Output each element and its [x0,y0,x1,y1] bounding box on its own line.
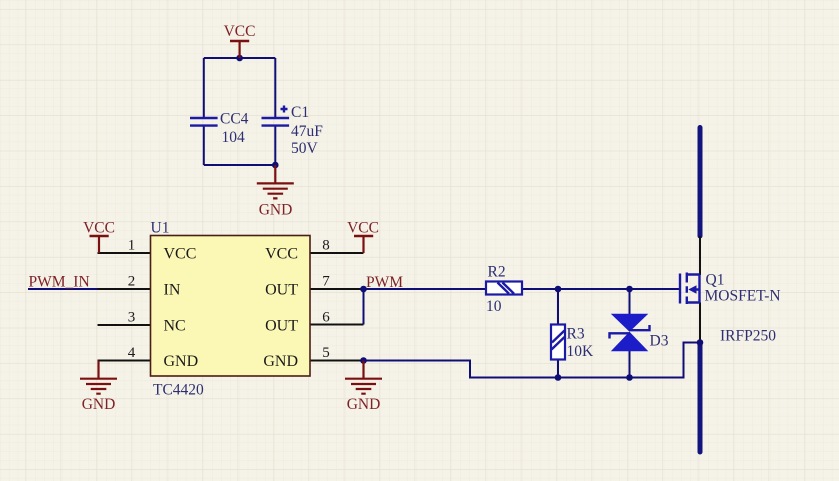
junction-d3-top [626,285,633,293]
q1-stubs [687,273,701,304]
u1-pin4-name: GND [164,353,199,370]
vcc-top-label[interactable]: VCC [224,23,256,40]
u1-pin2-number: 2 [128,274,136,290]
cc4-designator[interactable]: CC4 [220,111,249,128]
power-port-vcc-top[interactable]: VCC [224,23,256,58]
wire-ground-rail[interactable] [363,341,700,379]
c1-plus-icon [280,105,288,113]
q1-part-number[interactable]: IRFP250 [720,328,776,345]
c1-designator[interactable]: C1 [291,104,309,121]
u1-pin5-number: 5 [322,345,330,361]
gnd-top-label[interactable]: GND [259,202,293,219]
vcc-pin8-label[interactable]: VCC [347,220,379,237]
u1-pin3-name: NC [164,318,186,335]
gnd-pin5-label[interactable]: GND [347,396,381,413]
cc4-value[interactable]: 104 [222,129,246,146]
r2-designator[interactable]: R2 [488,264,506,281]
c1-voltage[interactable]: 50V [291,140,319,157]
u1-pin6-number: 6 [322,310,330,326]
c1-value[interactable]: 47uF [291,123,323,140]
junction-r3-top [554,285,562,293]
power-port-gnd-pin4[interactable]: GND [80,360,117,414]
r3-value[interactable]: 10K [567,343,595,360]
d3-bottom-triangle [610,331,649,352]
cc4-plates [190,116,218,127]
u1-designator[interactable]: U1 [151,220,170,237]
gnd-pin4-label[interactable]: GND [82,396,116,413]
net-label-pwm[interactable]: PWM [366,274,403,291]
junction-dots [236,54,704,381]
power-port-vcc-pin8[interactable]: VCC [347,220,379,254]
component-r2-resistor[interactable]: R2 10 [484,264,524,316]
u1-pin3-number: 3 [128,310,136,326]
wires[interactable] [28,57,703,455]
gnd-pin5-bars-icon [345,377,382,395]
q1-body-arrow-icon [688,285,697,294]
r3-designator[interactable]: R3 [567,326,585,343]
q1-type[interactable]: MOSFET-N [705,288,781,305]
u1-part-number[interactable]: TC4420 [153,382,204,399]
u1-pin4-number: 4 [128,345,136,361]
r2-hatch [496,281,515,295]
component-u1-tc4420[interactable]: U1 TC4420 1 2 3 4 8 7 6 5 VCC IN NC GND … [97,220,364,399]
d3-designator[interactable]: D3 [650,333,669,350]
r3-hatch [550,329,566,351]
junction-source-node [696,339,704,346]
component-d3-tvs-diode[interactable]: D3 [608,313,669,352]
r2-value[interactable]: 10 [486,298,502,315]
gnd-top-bars-icon [256,182,294,200]
u1-pin7-name: OUT [265,282,298,299]
u1-pin1-name: VCC [164,246,197,263]
net-label-pwm-in[interactable]: PWM_IN [29,274,90,291]
u1-pin8-name: VCC [265,246,298,263]
d3-bar-right [629,325,651,332]
junction-pwm-node [360,285,367,293]
power-port-vcc-pin1[interactable]: VCC [83,220,115,254]
power-port-gnd-top[interactable]: GND [256,165,294,219]
d3-bar-left [608,332,630,339]
d3-top-triangle [610,313,649,332]
component-c1-capacitor[interactable]: C1 47uF 50V [261,104,324,157]
junction-r3-bottom [554,374,562,381]
u1-pin1-number: 1 [128,238,136,254]
u1-pin5-name: GND [263,353,298,370]
junction-d3-bottom [626,374,633,381]
u1-pin8-number: 8 [322,238,330,254]
u1-pin6-name: OUT [265,318,298,335]
gnd-pin4-bars-icon [80,377,117,395]
vcc-pin1-label[interactable]: VCC [83,220,115,237]
u1-pin2-name: IN [164,282,181,299]
component-r3-resistor[interactable]: R3 10K [549,323,595,361]
power-port-gnd-pin5[interactable]: GND [345,360,382,414]
component-cc4-capacitor[interactable]: CC4 104 [190,111,249,147]
component-q1-mosfet[interactable]: Q1 MOSFET-N IRFP250 [678,236,781,345]
q1-designator[interactable]: Q1 [706,272,725,289]
u1-body[interactable] [149,234,311,377]
u1-pin7-number: 7 [322,274,330,290]
c1-plates [261,116,290,127]
